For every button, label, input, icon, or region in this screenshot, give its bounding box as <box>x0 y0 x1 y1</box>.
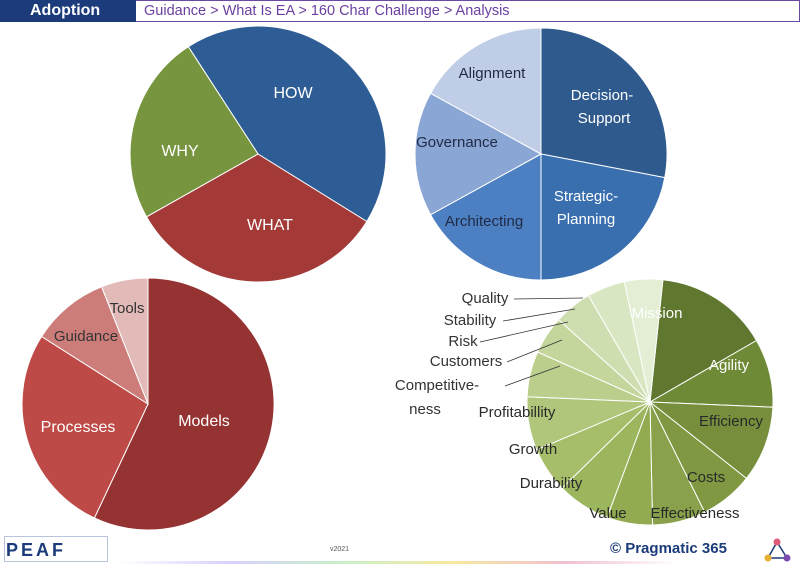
pie-slice-efficiency <box>648 401 774 480</box>
pie-chart-4: MissionAgilityEfficiencyCostsEffectivene… <box>395 278 774 526</box>
slice-label-efficiency: Efficiency <box>699 413 763 430</box>
pie-slice-governance <box>414 92 543 216</box>
slice-label-models: Models <box>178 413 230 430</box>
slice-label-decision-support: Decision- <box>571 87 634 104</box>
slice-label-durability: Durability <box>520 475 583 492</box>
logo-frame <box>4 536 108 562</box>
leader-line-risk <box>479 321 569 343</box>
slice-label-guidance: Guidance <box>54 328 118 345</box>
pie-slice-quality <box>623 278 664 403</box>
peaf-logo: PEAF <box>6 540 67 560</box>
pie-slice-tools <box>100 277 149 405</box>
pie-slice-decision-support <box>540 27 668 179</box>
leader-line-competitive-ness <box>504 365 561 387</box>
section-tab[interactable]: Adoption <box>0 0 136 22</box>
slice-label-decision-support: Support <box>578 110 631 127</box>
top-bar: Adoption Guidance > What Is EA > 160 Cha… <box>0 0 800 23</box>
brand-name: © Pragmatic 365 <box>610 540 727 557</box>
pie-slice-models <box>93 277 275 531</box>
slice-label-competitive-ness: Competitive- <box>395 377 479 394</box>
pie-slice-strategic-planning <box>540 153 666 281</box>
slice-label-governance: Governance <box>416 134 498 151</box>
slice-label-mission: Mission <box>632 305 683 322</box>
pie-slice-how <box>187 25 387 223</box>
slice-label-alignment: Alignment <box>459 65 527 82</box>
slice-label-effectiveness: Effectiveness <box>651 505 740 522</box>
slice-label-customers: Customers <box>430 353 503 370</box>
slice-label-how: HOW <box>273 85 313 102</box>
pie-slice-architecting <box>429 153 542 281</box>
slice-label-architecting: Architecting <box>445 213 523 230</box>
slice-label-quality: Quality <box>462 290 509 307</box>
slice-label-why: WHY <box>161 143 199 160</box>
slice-label-strategic-planning: Planning <box>557 211 615 228</box>
slice-label-risk: Risk <box>448 333 478 350</box>
pie-chart-3: Models Processes Guidance Tools <box>21 277 275 531</box>
slice-label-what: WHAT <box>247 217 293 234</box>
slice-label-stability: Stability <box>444 312 497 329</box>
leader-line-quality <box>513 297 584 300</box>
slice-label-growth: Growth <box>509 441 557 458</box>
molecule-icon <box>764 538 791 562</box>
footer-divider <box>118 561 678 564</box>
pie-slice-processes <box>21 335 149 519</box>
pie-slice-guidance <box>40 286 150 406</box>
pie-chart-1: HOW WHAT WHY <box>129 25 387 283</box>
leader-line-customers <box>506 339 563 363</box>
pie-slice-alignment <box>429 27 542 155</box>
version-label: v2021 <box>330 546 350 553</box>
pie-slice-why <box>129 46 259 218</box>
slice-label-costs: Costs <box>687 469 725 486</box>
slice-label-agility: Agility <box>709 357 750 374</box>
slice-label-competitive-ness: ness <box>409 401 441 418</box>
slice-label-profitabillity: Profitabillity <box>479 404 556 421</box>
slice-label-strategic-planning: Strategic- <box>554 188 618 205</box>
slice-label-tools: Tools <box>109 300 144 317</box>
slice-label-value: Value <box>589 505 626 522</box>
leader-line-stability <box>502 308 576 322</box>
pie-slice-mission <box>649 279 758 403</box>
slice-label-processes: Processes <box>41 419 116 436</box>
